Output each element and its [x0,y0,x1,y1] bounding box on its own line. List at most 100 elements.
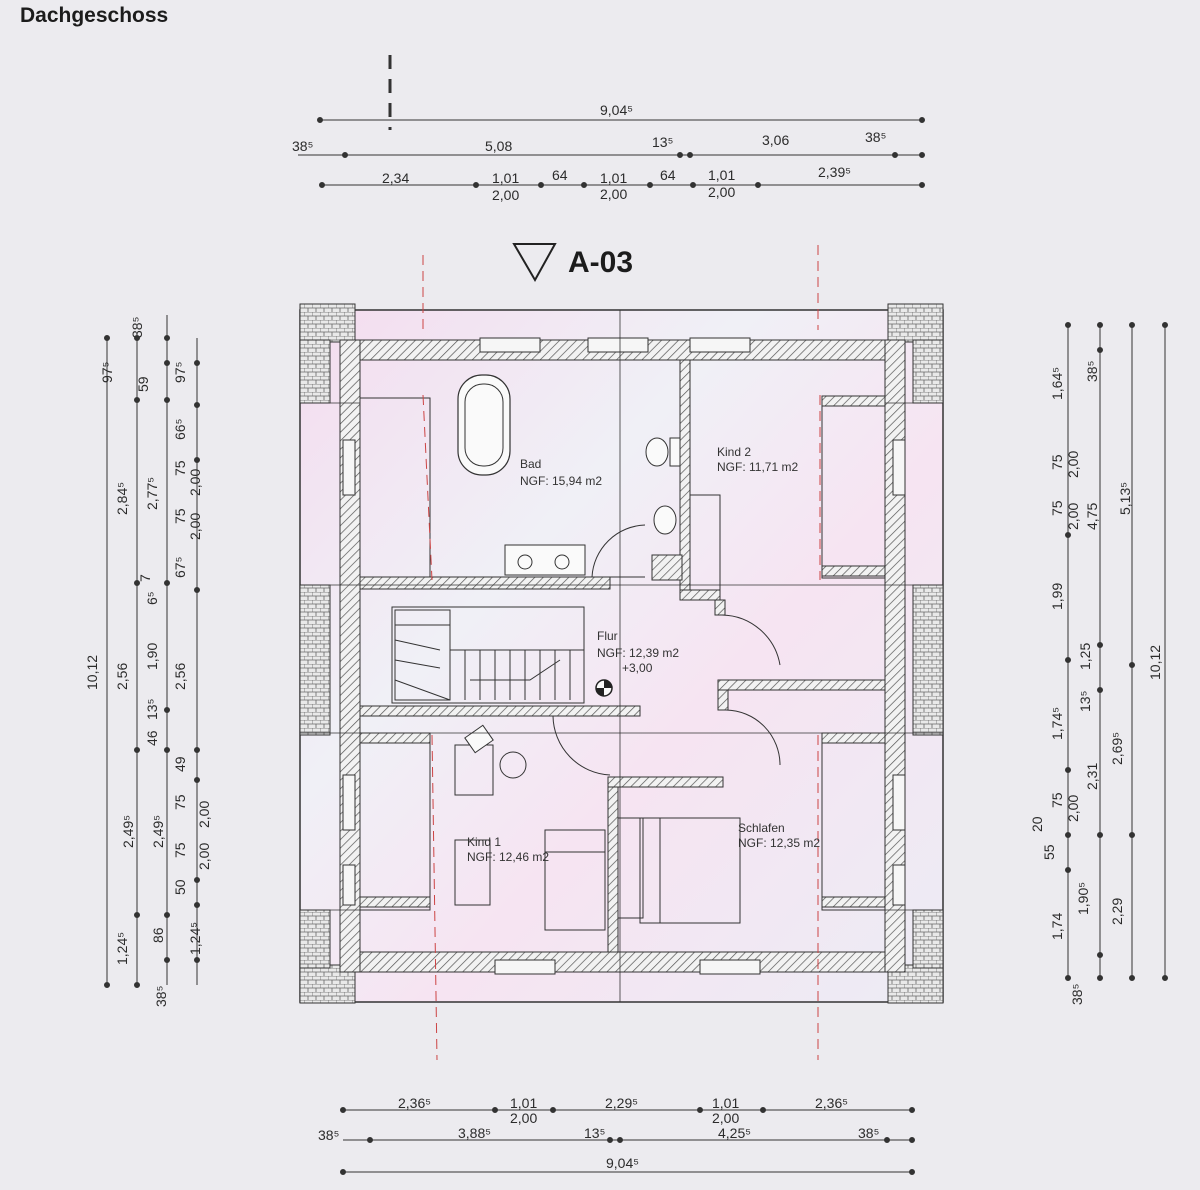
dim-label: 2,00 [600,186,627,202]
left-dimension-labels: 10,12 97⁵ 2,84⁵ 2,56 1,24⁵ 38⁵ 59 2,77⁵ … [84,317,212,1007]
dim-label: 2,00 [1065,503,1081,530]
dim-label: 2,00 [1065,451,1081,478]
dim-label: 1,74⁵ [1049,707,1065,740]
toilet [645,437,669,467]
dim-label: 86 [150,927,166,943]
dim-label: 2,84⁵ [114,482,130,515]
dim-label: 2,31 [1084,763,1100,790]
dim-label: 66⁵ [172,419,188,440]
dim-label: 2,77⁵ [144,477,160,510]
dim-label: 4,75 [1084,503,1100,530]
dim-label: 1,01 [600,170,627,186]
dim-label: 1,01 [708,167,735,183]
dim-label: 7 [137,574,153,582]
dim-label: 13⁵ [1077,691,1093,712]
room-area-schlafen: NGF: 12,35 m2 [738,836,820,850]
dim-label: 1,99 [1049,583,1065,610]
dim-label: 2,00 [187,513,203,540]
room-name-flur: Flur [597,629,618,643]
room-area-flur: NGF: 12,39 m2 [597,646,679,660]
section-label: A-03 [568,246,633,279]
page-title: Dachgeschoss [20,4,169,27]
dim-label: 2,69⁵ [1109,732,1125,765]
dim-label: 2,36⁵ [815,1095,848,1111]
dim-label: 50 [172,879,188,895]
dim-label: 2,00 [1065,795,1081,822]
right-dimension-chain [1065,322,1168,981]
section-triangle-icon [512,243,557,283]
dim-label: 49 [172,756,188,772]
dim-label: 38⁵ [1084,361,1100,382]
dim-label: 2,56 [114,663,130,690]
dim-label: 1,01 [492,170,519,186]
dim-label: 55 [1041,844,1057,860]
dim-label: 4,25⁵ [718,1125,751,1141]
dim-label: 1,24⁵ [187,922,203,955]
top-dimension-chain [298,55,925,188]
dim-label: 67⁵ [172,557,188,578]
dim-label: 38⁵ [858,1125,879,1141]
floor-plan [299,245,944,1061]
dim-label: 75 [172,460,188,476]
room-name-schlafen: Schlafen [738,821,785,835]
dim-label: 2,36⁵ [398,1095,431,1111]
section-marker: A-03 [512,243,633,283]
dim-label: 2,00 [196,801,212,828]
dim-label: 6⁵ [144,591,160,605]
dim-label: 5,08 [485,138,512,154]
dim-label: 2,29 [1109,898,1125,925]
dim-label: 38⁵ [292,138,313,154]
dim-label: 2,39⁵ [818,164,851,180]
left-dimension-chain [104,315,200,988]
dim-label: 1,90⁵ [1075,882,1091,915]
level-mark: +3,00 [622,661,653,675]
dim-label: 10,12 [84,655,100,690]
staircase [391,606,585,704]
dim-label: 38⁵ [1069,984,1085,1005]
dim-label: 1,01 [510,1095,537,1111]
dim-label: 2,00 [187,469,203,496]
dim-label: 20 [1029,816,1045,832]
dim-label: 64 [660,167,676,183]
dim-label: 2,00 [196,843,212,870]
right-dimension-labels: 1,64⁵ 75 2,00 75 2,00 1,99 1,74⁵ 75 2,00… [1029,361,1163,1005]
dim-label: 46 [144,730,160,746]
dim-label: 13⁵ [652,134,673,150]
room-area-bad: NGF: 15,94 m2 [520,474,602,488]
dim-label: 38⁵ [865,129,886,145]
dim-label: 75 [172,508,188,524]
dim-label: 2,56 [172,663,188,690]
dim-label: 38⁵ [129,317,145,338]
room-name-bad: Bad [520,457,541,471]
dim-label: 2,49⁵ [150,815,166,848]
bottom-dimension-chain [340,1107,915,1175]
dim-label: 97⁵ [172,362,188,383]
dim-label: 38⁵ [153,986,169,1007]
dim-label: 2,49⁵ [120,815,136,848]
dim-label: 2,00 [712,1110,739,1126]
dim-label: 64 [552,167,568,183]
dim-label: 75 [172,842,188,858]
dim-label: 1,01 [712,1095,739,1111]
dim-label: 1,90 [144,643,160,670]
dim-label: 1,24⁵ [114,932,130,965]
bathtub [457,374,511,476]
dim-label: 75 [1049,500,1065,516]
dim-label: 10,12 [1147,645,1163,680]
dim-label: 1,64⁵ [1049,367,1065,400]
washbasin [653,505,677,535]
dim-label: 2,00 [510,1110,537,1126]
dim-label: 2,00 [492,187,519,203]
dim-label: 1,25 [1077,643,1093,670]
dim-label: 2,34 [382,170,409,186]
bottom-dimension-labels: 2,36⁵ 1,01 2,00 2,29⁵ 1,01 2,00 2,36⁵ 38… [318,1095,879,1171]
double-sink [504,544,586,576]
top-dimension-labels: 9,04⁵ 38⁵ 5,08 13⁵ 3,06 38⁵ 2,34 1,01 2,… [292,102,886,203]
room-labels: Bad NGF: 15,94 m2 Kind 2 NGF: 11,71 m2 F… [467,445,820,864]
room-area-kind1: NGF: 12,46 m2 [467,850,549,864]
dim-label: 3,88⁵ [458,1125,491,1141]
dim-label: 9,04⁵ [600,102,633,118]
dim-label: 75 [172,794,188,810]
dim-label: 38⁵ [318,1127,339,1143]
